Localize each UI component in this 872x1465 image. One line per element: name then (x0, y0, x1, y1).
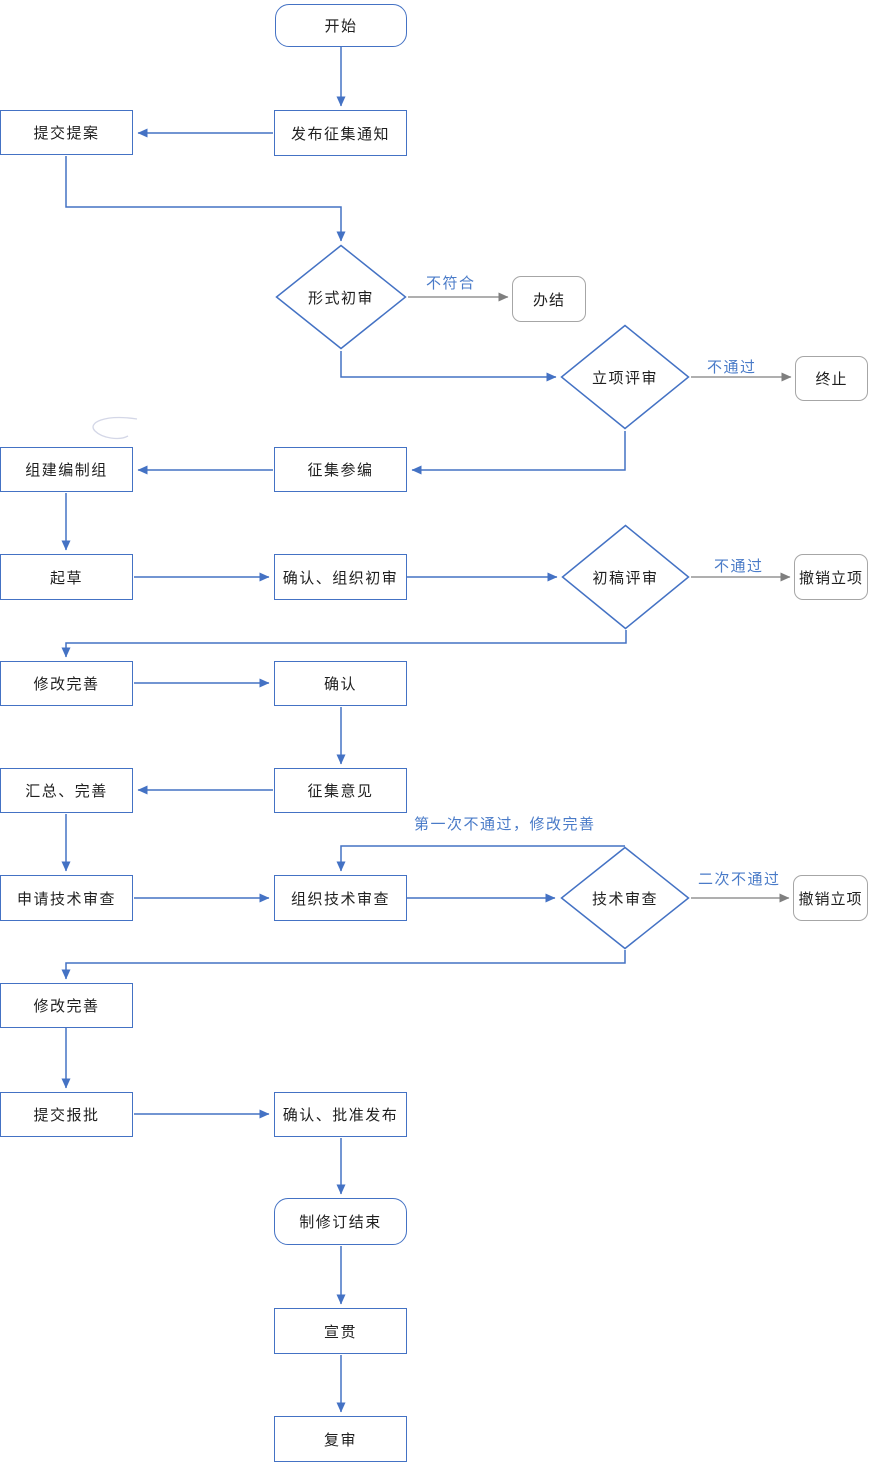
node-label: 申请技术审查 (16, 889, 116, 908)
node-first-draft-review: 初稿评审 (561, 524, 690, 630)
node-label: 提交提案 (33, 124, 100, 142)
edge-label-not-pass-draft: 不通过 (714, 557, 764, 575)
node-label: 征集意见 (307, 782, 374, 800)
node-organize-tech-review: 组织技术审查 (274, 875, 407, 921)
node-label: 确认、批准发布 (282, 1106, 399, 1124)
node-label: 宣贯 (323, 1322, 357, 1341)
diamond-shape (275, 244, 407, 350)
node-re-review: 复审 (274, 1416, 407, 1462)
node-confirm-org-review: 确认、组织初审 (274, 554, 407, 600)
node-label: 技术审查 (591, 889, 658, 908)
edge-label-not-conform: 不符合 (426, 274, 476, 292)
diamond-shape (561, 524, 690, 630)
node-collect-opinions: 征集意见 (274, 768, 407, 813)
node-label: 发布征集通知 (290, 124, 390, 143)
node-label: 形式初审 (307, 288, 374, 307)
node-label: 组织技术审查 (290, 889, 390, 908)
node-confirm-approve-publish: 确认、批准发布 (274, 1092, 407, 1137)
node-label: 办结 (532, 290, 565, 309)
node-label: 初稿评审 (592, 568, 659, 587)
node-label: 撤销立项 (798, 568, 863, 587)
node-form-drafting-group: 组建编制组 (0, 447, 133, 492)
node-submit-proposal: 提交提案 (0, 110, 133, 155)
node-label: 修改完善 (33, 997, 100, 1015)
node-label: 组建编制组 (25, 461, 108, 479)
node-label: 复审 (323, 1430, 357, 1449)
node-label: 征集参编 (307, 461, 374, 479)
node-label: 汇总、完善 (25, 782, 108, 800)
node-label: 确认、组织初审 (282, 568, 399, 587)
node-label: 制修订结束 (299, 1213, 382, 1231)
edge-label-second-fail: 二次不通过 (698, 870, 781, 888)
node-collect-participants: 征集参编 (274, 447, 407, 492)
node-draft: 起草 (0, 554, 133, 600)
diamond-shape (560, 324, 690, 430)
diamond-shape (560, 846, 690, 950)
node-submit-approval: 提交报批 (0, 1092, 133, 1137)
node-revision-end: 制修订结束 (274, 1198, 407, 1245)
node-label: 终止 (815, 370, 848, 388)
edge-label-first-fail-revise: 第一次不通过，修改完善 (414, 815, 596, 833)
node-close-case: 办结 (512, 276, 586, 322)
node-terminate: 终止 (795, 356, 868, 401)
node-promote: 宣贯 (274, 1308, 407, 1354)
edge-label-not-pass-project: 不通过 (707, 358, 757, 376)
node-label: 确认 (323, 675, 357, 693)
node-label: 起草 (49, 568, 83, 587)
node-start: 开始 (275, 4, 407, 47)
node-label: 开始 (324, 17, 358, 35)
node-confirm: 确认 (274, 661, 407, 706)
node-apply-tech-review: 申请技术审查 (0, 875, 133, 921)
node-formal-review: 形式初审 (275, 244, 407, 350)
node-project-review: 立项评审 (560, 324, 690, 430)
node-cancel-project-1: 撤销立项 (794, 554, 868, 600)
node-label: 修改完善 (33, 675, 100, 693)
node-cancel-project-2: 撤销立项 (793, 875, 868, 921)
node-revise-improve-2: 修改完善 (0, 983, 133, 1028)
node-revise-improve-1: 修改完善 (0, 661, 133, 706)
node-label: 立项评审 (591, 368, 658, 387)
node-summarize-improve: 汇总、完善 (0, 768, 133, 813)
node-label: 撤销立项 (798, 889, 863, 908)
node-tech-review: 技术审查 (560, 846, 690, 950)
node-label: 提交报批 (33, 1106, 100, 1124)
node-publish-notice: 发布征集通知 (274, 110, 407, 156)
